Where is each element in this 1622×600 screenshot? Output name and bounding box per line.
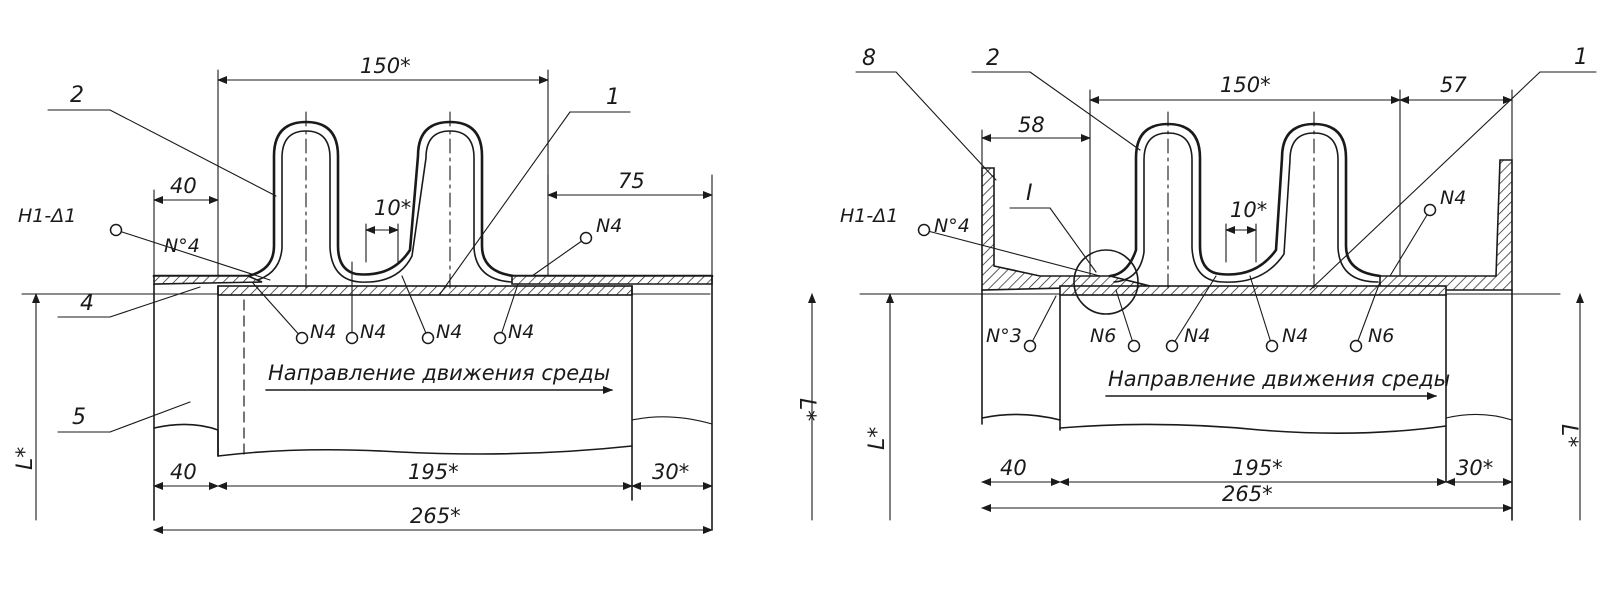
- leader-line: [251, 281, 303, 339]
- callout-dot: [1127, 339, 1141, 353]
- leader-line: [109, 109, 277, 197]
- bellows-profile-inner: [249, 130, 513, 283]
- weld-callout: N4: [436, 321, 462, 343]
- dim-text-left-flange: 40: [170, 174, 197, 198]
- dim-text-top: 150*: [1220, 73, 1271, 97]
- leader-line: [1115, 289, 1135, 347]
- position-label: 5: [72, 405, 86, 430]
- leader-line: [115, 229, 271, 281]
- leader-line: [1171, 275, 1217, 347]
- side-dim-label: L*: [794, 398, 819, 421]
- position-label: 2: [70, 83, 84, 108]
- left-end-ring: [981, 167, 1151, 291]
- callout-dot: [1349, 339, 1363, 353]
- weld-callout: N4: [360, 321, 386, 343]
- weld-callout: N°4: [934, 215, 970, 237]
- dim-text-bottom-right: 30*: [652, 460, 689, 484]
- dim-text-pitch: 10*: [374, 196, 411, 220]
- weld-callout: N6: [1368, 325, 1394, 347]
- leader-line: [439, 111, 571, 295]
- callout-dot: [109, 223, 123, 237]
- leader-line: [1389, 209, 1431, 277]
- dim-text-top: 150*: [360, 54, 411, 78]
- callout-dot: [917, 223, 931, 237]
- position-label: 1: [1574, 45, 1588, 70]
- break-line: [1445, 413, 1513, 421]
- dim-text-left-flange: 58: [1018, 113, 1045, 137]
- dim-text-bottom-left: 40: [1000, 456, 1027, 480]
- leader-line: [401, 275, 429, 339]
- leader-line: [1029, 295, 1057, 347]
- right-end-ring: [511, 275, 713, 285]
- callout-dot: [1423, 203, 1437, 217]
- side-dim-label: L*: [1556, 424, 1581, 447]
- flow-direction-text: Направление движения среды: [268, 361, 610, 385]
- inner-pipe: [217, 285, 633, 296]
- dim-text-total: 265*: [1222, 482, 1273, 506]
- leader-line: [109, 401, 191, 433]
- leader-line: [923, 229, 1101, 277]
- left-end-ring: [153, 275, 263, 285]
- weld-callout: N6: [1090, 325, 1116, 347]
- detail-label: I: [1026, 181, 1033, 206]
- dim-text-total: 265*: [410, 504, 461, 528]
- drawing-left: 150* 40 75 10* 40 195* 30* 265* 2 1 4 5 …: [13, 54, 819, 534]
- dim-text-bottom-left: 40: [170, 460, 197, 484]
- callout-dot: [421, 331, 435, 345]
- bellows-profile: [1108, 122, 1382, 278]
- weld-callout: N4: [310, 321, 336, 343]
- side-dim-label: L*: [13, 447, 38, 470]
- drawing-right: 150* 57 58 10* 40 195* 30* 265* 8 2 1 I …: [840, 45, 1597, 521]
- leader-line: [109, 286, 201, 318]
- break-line: [981, 413, 1447, 434]
- weld-reference: Н1-Δ1: [840, 205, 898, 227]
- dim-text-pitch: 10*: [1230, 198, 1267, 222]
- weld-reference: Н1-Δ1: [18, 205, 76, 227]
- dim-text-bottom-right: 30*: [1456, 456, 1493, 480]
- leader-line: [499, 283, 519, 339]
- bellows-profile: [152, 120, 714, 278]
- weld-callout: N4: [596, 215, 622, 237]
- weld-callout: N4: [1440, 187, 1466, 209]
- dim-text-right-flange: 57: [1440, 73, 1467, 97]
- position-label: 4: [80, 291, 94, 316]
- weld-callout: N4: [1184, 325, 1210, 347]
- callout-dot: [1165, 339, 1179, 353]
- leader-line: [1355, 281, 1381, 347]
- position-label: 8: [862, 46, 876, 71]
- callout-dot: [493, 331, 507, 345]
- side-dim-label: L*: [865, 427, 890, 450]
- callout-dot: [579, 231, 593, 245]
- leader-line: [1029, 71, 1141, 151]
- detail-circle: [1073, 249, 1139, 315]
- dim-text-right-flange: 75: [618, 169, 645, 193]
- leader-line: [895, 71, 997, 181]
- bellows-profile-inner: [1113, 132, 1379, 283]
- leader-line: [1049, 207, 1097, 273]
- flow-direction-text: Направление движения среды: [1108, 367, 1450, 391]
- dim-text-bottom-mid: 195*: [1232, 456, 1283, 480]
- leader-line: [531, 237, 587, 277]
- weld-callout: N°4: [164, 235, 200, 257]
- break-line: [153, 423, 633, 457]
- position-label: 2: [986, 46, 1000, 71]
- leader-line: [1309, 71, 1541, 291]
- callout-dot: [345, 331, 359, 345]
- break-line: [631, 416, 713, 425]
- callout-dot: [1265, 339, 1279, 353]
- weld-callout: N4: [508, 321, 534, 343]
- callout-dot: [295, 331, 309, 345]
- weld-callout: N°3: [986, 325, 1022, 347]
- weld-callout: N4: [1282, 325, 1308, 347]
- callout-dot: [1023, 339, 1037, 353]
- dim-text-bottom-mid: 195*: [408, 460, 459, 484]
- position-label: 1: [606, 85, 620, 110]
- leader-line: [1249, 275, 1273, 347]
